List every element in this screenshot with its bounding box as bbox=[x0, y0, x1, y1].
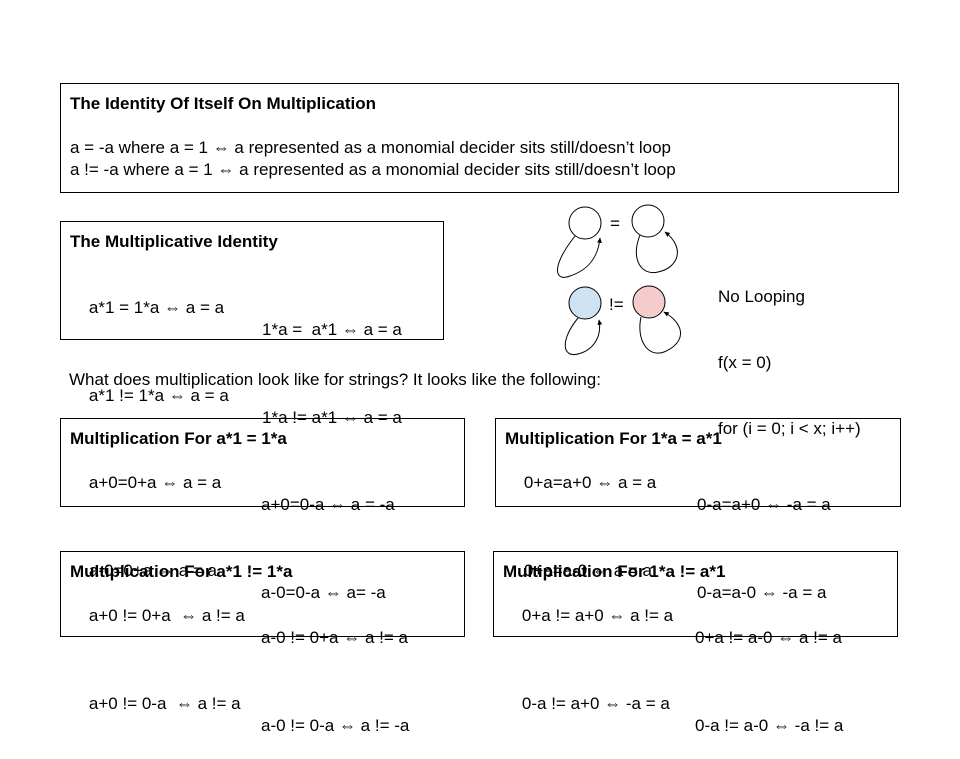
self-loop-arrow bbox=[564, 317, 603, 356]
multiplication-box: Multiplication For 1*a = a*1 0+a=a+0 ⇔ a… bbox=[495, 418, 901, 602]
blue-node bbox=[568, 286, 602, 320]
plain-node-right bbox=[631, 204, 665, 238]
multiplication-cell: 0+a=a-0 ⇔ a = a bbox=[523, 561, 652, 580]
multiplication-cell: a-0 != 0+a ⇔ a != a bbox=[261, 628, 408, 647]
red-node bbox=[632, 285, 666, 319]
multiplicative-identity-title: The Multiplicative Identity bbox=[70, 232, 278, 251]
identity-row: a*1 = 1*a ⇔ a = a 1*a = a*1 ⇔ a = a bbox=[70, 275, 443, 363]
self-loop-arrow bbox=[635, 231, 678, 274]
multiplication-box-title: Multiplication For a*1 = 1*a bbox=[70, 429, 287, 448]
multiplicative-identity-box: The Multiplicative Identity a*1 = 1*a ⇔ … bbox=[60, 221, 444, 427]
multiplication-cell: 0-a != a+0 ⇔ -a = a bbox=[521, 694, 670, 713]
self-loop-arrow bbox=[557, 235, 602, 278]
multiplication-box: Multiplication For a*1 = 1*a a+0=0+a ⇔ a… bbox=[60, 418, 465, 602]
multiplication-cell: a-0 != 0-a ⇔ a != -a bbox=[261, 716, 410, 735]
identity-itself-title: The Identity Of Itself On Multiplication bbox=[70, 94, 376, 113]
multiplication-box: Multiplication For 1*a != a*1 0+a != a+0… bbox=[493, 551, 898, 735]
multiplication-cell: 0-a=a-0 ⇔ -a = a bbox=[697, 583, 827, 602]
identity-itself-line: a != -a where a = 1 ⇔ a represented as a… bbox=[70, 160, 676, 179]
identity-itself-line: a = -a where a = 1 ⇔ a represented as a … bbox=[70, 138, 671, 157]
multiplication-cell: a+0=0-a ⇔ a = -a bbox=[261, 495, 395, 514]
not-equal-label: != bbox=[609, 295, 624, 314]
multiplication-row: a-0=0+a ⇔ a = a a-0=0-a ⇔ a= -a bbox=[70, 538, 464, 626]
multiplication-cell: 0-a=a+0 ⇔ -a = a bbox=[697, 495, 831, 514]
equal-label: = bbox=[610, 214, 620, 233]
looping-note-line: for (i = 0; i < x; i++) bbox=[718, 419, 861, 438]
multiplication-cell: 0+a != a-0 ⇔ a != a bbox=[695, 628, 842, 647]
looping-note-line: f(x = 0) bbox=[718, 353, 772, 372]
loop-diagram: = != bbox=[557, 204, 681, 356]
multiplication-cell: a-0=0-a ⇔ a= -a bbox=[261, 583, 386, 602]
multiplication-box-title: Multiplication For 1*a = a*1 bbox=[505, 429, 722, 448]
multiplication-row: 0+a != a+0 ⇔ a != a 0+a != a-0 ⇔ a != a bbox=[503, 583, 897, 671]
self-loop-arrow bbox=[639, 311, 681, 354]
identity-cell: a*1 = 1*a ⇔ a = a bbox=[88, 298, 225, 317]
multiplication-cell: a+0 != 0-a ⇔ a != a bbox=[88, 694, 241, 713]
identity-row: a*1 != 1*a ⇔ a = a 1*a != a*1 ⇔ a = a bbox=[70, 363, 443, 451]
multiplication-cell: 0+a=a+0 ⇔ a = a bbox=[523, 473, 657, 492]
multiplication-row: a+0=0+a ⇔ a = a a+0=0-a ⇔ a = -a bbox=[70, 450, 464, 538]
looping-note: No Looping f(x = 0) for (i = 0; i < x; i… bbox=[718, 242, 861, 462]
multiplication-row: a+0 != 0+a ⇔ a != a a-0 != 0+a ⇔ a != a bbox=[70, 583, 464, 671]
multiplication-cell: 0-a != a-0 ⇔ -a != a bbox=[695, 716, 844, 735]
question-text: What does multiplication look like for s… bbox=[69, 370, 601, 389]
multiplication-cell: a+0 != 0+a ⇔ a != a bbox=[88, 606, 245, 625]
identity-cell: a*1 != 1*a ⇔ a = a bbox=[88, 386, 229, 405]
multiplication-row: 0+a=a-0 ⇔ a = a 0-a=a-0 ⇔ -a = a bbox=[505, 538, 900, 626]
multiplication-box-title: Multiplication For 1*a != a*1 bbox=[503, 562, 726, 581]
multiplication-cell: a-0=0+a ⇔ a = a bbox=[88, 561, 217, 580]
multiplication-row: a+0 != 0-a ⇔ a != a a-0 != 0-a ⇔ a != -a bbox=[70, 671, 464, 759]
identity-cell: 1*a != a*1 ⇔ a = a bbox=[262, 408, 402, 427]
multiplication-box: Multiplication For a*1 != 1*a a+0 != 0+a… bbox=[60, 551, 465, 735]
multiplication-cell: 0+a != a+0 ⇔ a != a bbox=[521, 606, 674, 625]
multiplication-row: 0-a != a+0 ⇔ -a = a 0-a != a-0 ⇔ -a != a bbox=[503, 671, 897, 759]
multiplication-cell: a+0=0+a ⇔ a = a bbox=[88, 473, 222, 492]
looping-note-line: No Looping bbox=[718, 287, 805, 306]
plain-node-left bbox=[568, 206, 602, 240]
multiplication-row: 0+a=a+0 ⇔ a = a 0-a=a+0 ⇔ -a = a bbox=[505, 450, 900, 538]
identity-cell: 1*a = a*1 ⇔ a = a bbox=[262, 320, 402, 339]
multiplication-box-title: Multiplication For a*1 != 1*a bbox=[70, 562, 293, 581]
identity-itself-box: The Identity Of Itself On Multiplication… bbox=[60, 83, 899, 193]
